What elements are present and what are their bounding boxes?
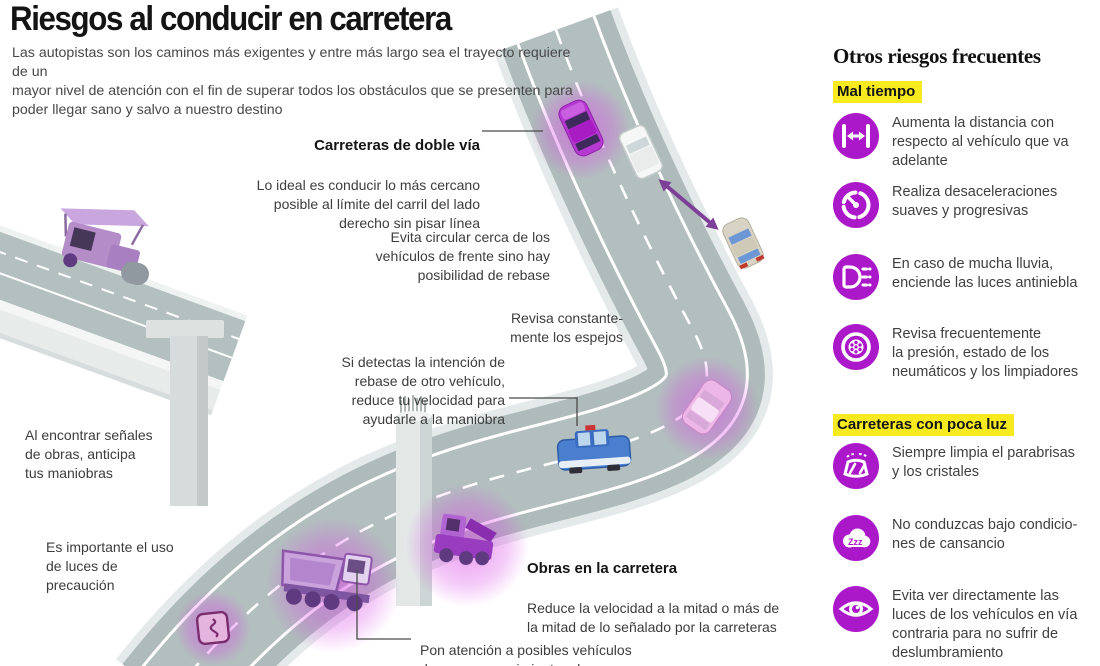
dump-truck xyxy=(281,549,373,612)
callout-vehiculos-carga: Pon atención a posibles vehículos de car… xyxy=(420,622,700,666)
risk-text: Evita ver directamente las luces de los … xyxy=(892,588,1078,661)
section-badge-mal-tiempo: Mal tiempo xyxy=(833,81,923,103)
pink-car xyxy=(682,379,732,435)
section-badge-poca-luz: Carreteras con poca luz xyxy=(833,414,1015,436)
speedometer-icon xyxy=(833,182,879,228)
risk-item: Zzz No conduzcas bajo condicio- nes de c… xyxy=(833,515,1095,561)
callout-connectors xyxy=(356,130,578,640)
distance-arrow xyxy=(658,179,719,230)
curve-sign xyxy=(195,610,231,646)
risk-text: En caso de mucha lluvia, enciende las lu… xyxy=(892,256,1078,291)
risk-text: Aumenta la distancia con respecto al veh… xyxy=(892,115,1069,169)
police-car xyxy=(556,424,632,474)
road-illustration xyxy=(0,7,773,666)
crane-truck xyxy=(433,513,497,566)
beige-car xyxy=(722,217,765,270)
tire-icon xyxy=(833,324,879,370)
eye-icon xyxy=(833,586,879,632)
magenta-car xyxy=(558,99,604,157)
risk-text: Realiza desaceleraciones suaves y progre… xyxy=(892,184,1058,219)
risk-item: Evita ver directamente las luces de los … xyxy=(833,586,1095,663)
callout-text: Lo ideal es conducir lo más cercano posi… xyxy=(256,177,480,231)
callout-obras: Obras en la carretera Reduce la velocida… xyxy=(527,540,862,656)
callout-evita-circular: Evita circular cerca de los vehículos de… xyxy=(360,209,550,304)
sleep-cloud-icon: Zzz xyxy=(833,515,879,561)
bridge xyxy=(0,202,248,506)
callout-title: Obras en la carretera xyxy=(527,560,678,577)
white-van xyxy=(618,124,664,180)
callout-rebase: Si detectas la intención de rebase de ot… xyxy=(313,334,505,448)
fog-light-icon xyxy=(833,254,879,300)
svg-text:Zzz: Zzz xyxy=(848,537,863,547)
risk-item: Siempre limpia el parabrisas y los crist… xyxy=(833,443,1095,489)
risk-item: Realiza desaceleraciones suaves y progre… xyxy=(833,182,1095,228)
page-title: Riesgos al conducir en carretera xyxy=(10,0,452,38)
risk-item: Aumenta la distancia con respecto al veh… xyxy=(833,113,1095,171)
intro-text: Las autopistas son los caminos más exige… xyxy=(12,45,573,118)
callout-title: Carreteras de doble vía xyxy=(314,137,480,154)
callout-text: Al encontrar señales de obras, anticipa … xyxy=(25,427,153,481)
sidebar-title: Otros riesgos frecuentes xyxy=(833,44,1041,68)
steamroller xyxy=(60,208,149,286)
callout-text: Pon atención a posibles vehículos de car… xyxy=(420,642,632,666)
callout-text: Reduce la velocidad a la mitad o más de … xyxy=(527,600,780,635)
risk-text: Revisa frecuentemente la presión, estado… xyxy=(892,326,1079,380)
callout-text: Revisa constante- mente los espejos xyxy=(510,310,623,345)
callout-text: Evita circular cerca de los vehículos de… xyxy=(375,229,550,283)
callout-text: Si detectas la intención de rebase de ot… xyxy=(341,354,505,427)
callout-senales-obras: Al encontrar señales de obras, anticipa … xyxy=(25,407,190,502)
sidebar: Otros riesgos frecuentes Mal tiempo Aume… xyxy=(833,0,1095,663)
distance-icon xyxy=(833,113,879,159)
wiper-icon xyxy=(833,443,879,489)
risk-text: Siempre limpia el parabrisas y los crist… xyxy=(892,445,1075,480)
callout-luces-precaucion: Es importante el uso de luces de precauc… xyxy=(46,519,206,614)
risk-item: Revisa frecuentemente la presión, estado… xyxy=(833,324,1095,382)
risk-item: En caso de mucha lluvia, enciende las lu… xyxy=(833,254,1095,300)
callout-text: Es importante el uso de luces de precauc… xyxy=(46,539,174,593)
callout-espejos: Revisa constante- mente los espejos xyxy=(478,290,623,366)
callout-doble-via: Carreteras de doble vía Lo ideal es cond… xyxy=(250,117,480,252)
risk-text: No conduzcas bajo condicio- nes de cansa… xyxy=(892,517,1078,552)
